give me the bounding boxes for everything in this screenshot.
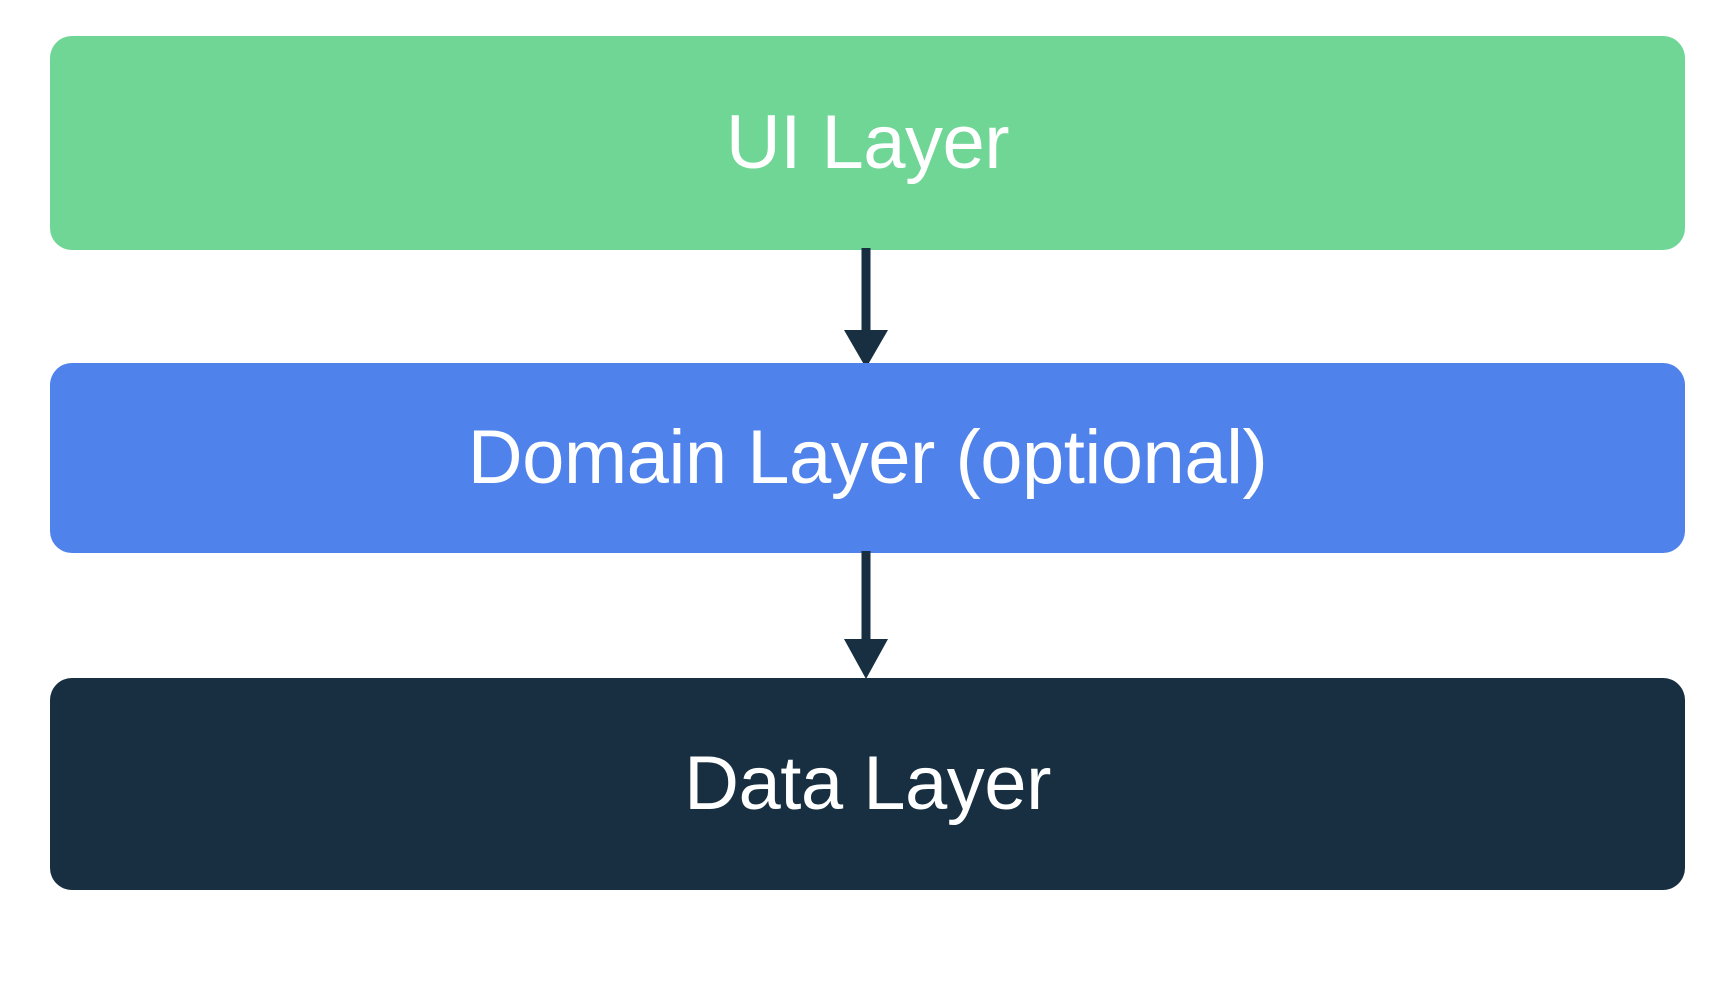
layer-label-ui: UI Layer: [725, 100, 1010, 185]
arrow-down-icon-domain-to-data: [844, 551, 888, 679]
layer-box-data[interactable]: Data Layer: [50, 678, 1685, 890]
layer-box-domain[interactable]: Domain Layer (optional): [50, 363, 1685, 553]
layer-label-data: Data Layer: [684, 741, 1051, 826]
layer-label-domain: Domain Layer (optional): [467, 415, 1268, 500]
arrow-down-icon-ui-to-domain: [844, 248, 888, 368]
layer-box-ui[interactable]: UI Layer: [50, 36, 1685, 250]
